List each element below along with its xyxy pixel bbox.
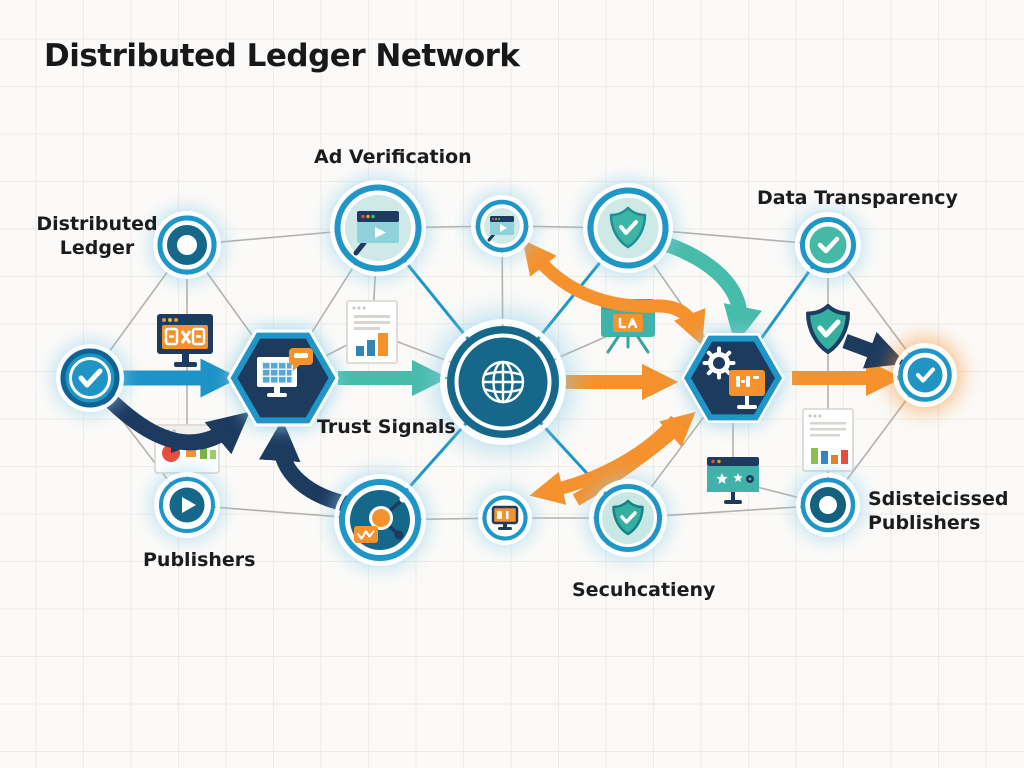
bar-chart-document-icon bbox=[802, 408, 854, 472]
presentation-stars-icon bbox=[707, 457, 759, 504]
arrow-orange-s-curve bbox=[522, 239, 706, 346]
arrow-shield-to-far-right bbox=[842, 331, 907, 369]
arrow-navy-curve-left bbox=[100, 390, 250, 455]
page-title: Distributed Ledger Network bbox=[44, 38, 520, 74]
label-publishers: Publishers bbox=[143, 549, 256, 571]
monitor-calculator-icon bbox=[157, 314, 213, 367]
shield-check-icon bbox=[806, 304, 850, 354]
arrow-up-to-hex-right bbox=[572, 411, 696, 506]
arrow-navy-network-to-hex bbox=[258, 419, 354, 513]
label-trust-signals: Trust Signals bbox=[317, 416, 456, 438]
label-data-transparency: Data Transparency bbox=[757, 187, 958, 209]
label-security: Secuhcatieny bbox=[572, 579, 716, 601]
bar-chart-document-icon bbox=[346, 300, 398, 364]
label-distributed-ledger: Distributed Ledger bbox=[36, 213, 158, 260]
label-ad-verification: Ad Verification bbox=[314, 146, 472, 168]
label-distributed-publishers: Sdisteicissed Publishers bbox=[868, 488, 1009, 535]
